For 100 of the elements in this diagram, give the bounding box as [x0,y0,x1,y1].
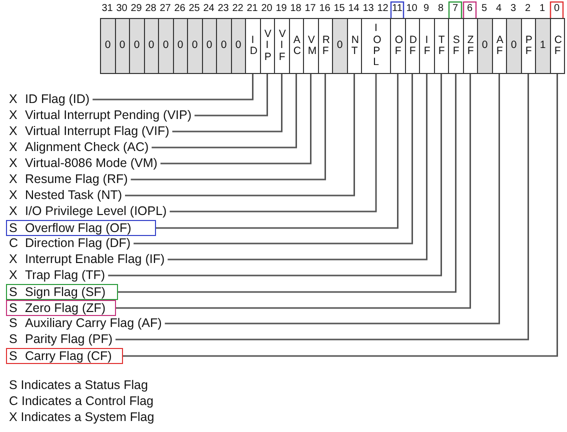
highlight-frame [6,220,156,236]
bit-number: 26 [173,3,186,14]
flag-name: Virtual Interrupt Pending (VIP) [25,108,192,123]
bit-number: 20 [260,3,274,14]
flag-type-letter: S [9,332,18,347]
highlight-frame [6,284,118,300]
register-bit-cell: 0 [129,18,144,74]
bit-number: 15 [332,3,346,14]
leader-line [160,74,312,164]
bit-number: 2 [524,3,532,14]
flag-name: ID Flag (ID) [25,92,90,107]
flag-type-letter: X [9,268,18,283]
bit-number: 7 [451,3,460,14]
register-bit-cell: 0 [477,18,492,74]
flag-name: Parity Flag (PF) [25,332,113,347]
register-bit-cell: VM [303,18,318,74]
bit-number: 12 [376,3,390,14]
bit-number: 21 [246,3,259,14]
register-bit-cell: ID [245,18,260,74]
flag-type-letter: X [9,108,18,123]
register-bit-cell: 0 [216,18,232,74]
flag-name: Auxiliary Carry Flag (AF) [25,316,162,331]
leader-line [194,74,268,116]
register-bit-cell: 1 [535,18,550,74]
bit-number: 25 [188,3,201,14]
legend-note: C Indicates a Control Flag [9,394,154,408]
flag-type-letter: X [9,172,18,187]
flag-name: Sign Flag (SF) [25,285,106,299]
bit-number: 23 [216,3,230,14]
bit-number: 5 [480,3,488,14]
bit-number: 18 [289,3,302,14]
bit-number: 14 [347,3,360,14]
leader-line [168,74,428,260]
flag-name: I/O Privilege Level (IOPL) [25,204,167,219]
flag-name: Overflow Flag (OF) [25,221,132,235]
bit-number: 8 [436,3,445,14]
bit-number: 16 [318,3,332,14]
flag-name: Direction Flag (DF) [25,236,131,251]
bit-number: 11 [391,3,404,14]
bit-number: 27 [158,3,172,14]
bit-number: 30 [115,3,128,14]
highlight-frame [6,348,123,364]
leader-line [156,74,398,229]
register-bit-cell: VIF [274,18,290,74]
bit-number: 19 [274,3,288,14]
leader-line [152,74,297,148]
flag-name: Virtual-8086 Mode (VM) [25,156,158,171]
bit-number: 1 [538,3,546,14]
legend-note: X Indicates a System Flag [9,410,154,424]
flag-name: Interrupt Enable Flag (IF) [25,252,165,267]
flag-name: Alignment Check (AC) [25,140,149,155]
leader-line [92,74,254,100]
flag-type-letter: C [9,236,20,251]
flag-name: Zero Flag (ZF) [25,301,106,315]
bit-number: 4 [494,3,503,14]
register-bit-cell: IOPL [361,18,391,74]
flag-name: Nested Task (NT) [25,188,122,203]
flag-type-letter: X [9,92,18,107]
leader-line [130,74,326,180]
leader-line [134,74,413,244]
flag-type-letter: S [9,285,18,299]
register-bit-cell: IF [419,18,434,74]
bit-number: 17 [304,3,317,14]
bit-number: 3 [509,3,518,14]
register-bit-cell: OF [390,18,406,74]
legend-note: S Indicates a Status Flag [9,378,148,392]
flag-type-letter: X [9,124,18,139]
flag-type-letter: S [9,301,18,315]
bit-number: 22 [231,3,244,14]
flag-type-letter: X [9,252,18,267]
bit-number: 0 [552,3,561,14]
register-bit-cell: 0 [506,18,522,74]
flag-type-letter: S [9,221,18,235]
bit-number: 13 [362,3,375,14]
bit-number: 10 [405,3,418,14]
register-bit-cell: 0 [187,18,202,74]
flag-type-letter: X [9,156,18,171]
register-bit-cell: 0 [158,18,174,74]
flag-type-letter: X [9,188,18,203]
flag-type-letter: X [9,140,18,155]
register-bit-cell: 0 [100,18,116,74]
flag-name: Carry Flag (CF) [25,349,112,363]
bit-number: 31 [100,3,114,14]
register-bit-cell: CF [550,18,565,74]
leader-line [125,74,355,196]
highlight-frame [6,300,116,316]
flag-name: Trap Flag (TF) [25,268,106,283]
bit-number: 29 [130,3,143,14]
bit-number: 9 [422,3,430,14]
flag-name: Virtual Interrupt Flag (VIF) [25,124,170,139]
flag-name: Resume Flag (RF) [25,172,128,187]
bit-number: 24 [202,3,216,14]
bit-number: 6 [466,3,474,14]
flag-type-letter: X [9,204,18,219]
leader-line [164,74,500,324]
bit-number: 28 [144,3,158,14]
register-bit-cell: 0 [332,18,348,74]
leader-line [170,74,377,212]
leader-line [172,74,282,132]
flag-type-letter: S [9,316,18,331]
